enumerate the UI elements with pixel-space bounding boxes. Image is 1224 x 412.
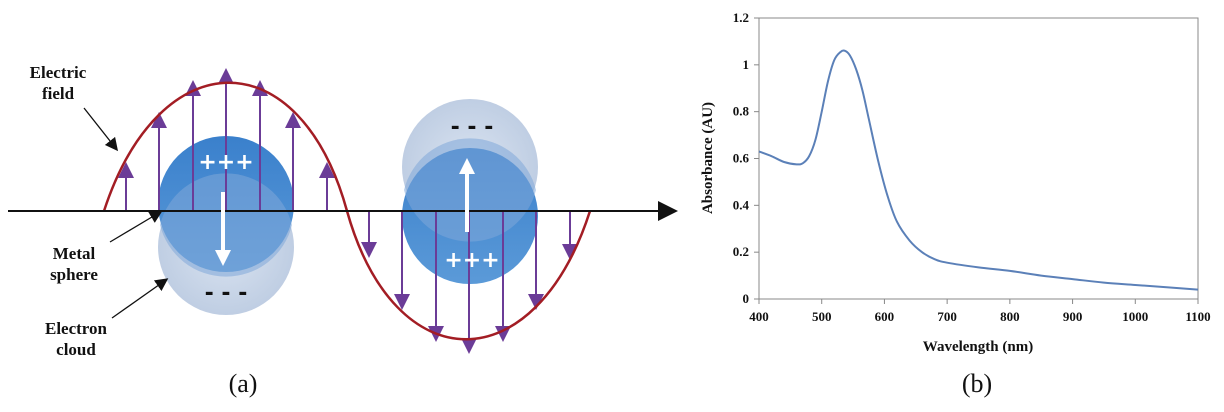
x-tick-label: 1000 <box>1122 309 1148 324</box>
absorbance-line <box>758 49 1199 291</box>
y-tick-label: 1.2 <box>733 10 749 25</box>
label-metal-sphere-1: Metal <box>53 244 96 263</box>
caption-a: (a) <box>229 369 258 398</box>
caption-b: (b) <box>962 369 992 398</box>
x-tick-label: 500 <box>812 309 832 324</box>
x-tick-label: 1100 <box>1185 309 1210 324</box>
label-metal-sphere-2: sphere <box>50 265 98 284</box>
x-tick-label: 800 <box>1000 309 1020 324</box>
label-electric-field-1: Electric <box>30 63 87 82</box>
y-tick-label: 0 <box>743 291 750 306</box>
field-arrows-up <box>118 68 335 211</box>
y-axis: 0 0.2 0.4 0.6 0.8 1 1.2 <box>733 10 759 306</box>
dipole-arrow-right <box>459 158 475 232</box>
dipole-arrow-left <box>215 192 231 266</box>
plasmon-schematic: +++ - - - - - - +++ Electric field Metal… <box>8 63 678 398</box>
x-tick-label: 600 <box>875 309 895 324</box>
label-electron-cloud-1: Electron <box>45 319 108 338</box>
y-tick-label: 0.4 <box>733 197 750 212</box>
field-arrows-down <box>361 211 578 354</box>
x-tick-label: 700 <box>937 309 957 324</box>
y-tick-label: 1 <box>743 57 750 72</box>
charge-plus-left: +++ <box>198 150 253 175</box>
label-electron-cloud-2: cloud <box>56 340 96 359</box>
x-axis: 400 500 600 700 800 900 1000 1100 <box>749 299 1211 324</box>
pointer-arrows <box>83 107 169 319</box>
charge-minus-right: - - - <box>451 115 494 140</box>
y-axis-label: Absorbance (AU) <box>700 102 716 214</box>
plot-frame <box>758 17 1199 300</box>
x-tick-label: 900 <box>1063 309 1083 324</box>
y-tick-label: 0.2 <box>733 244 749 259</box>
x-tick-label: 400 <box>749 309 769 324</box>
label-electric-field-2: field <box>42 84 75 103</box>
charge-minus-left: - - - <box>205 281 248 306</box>
y-tick-label: 0.8 <box>733 104 750 119</box>
charge-plus-right: +++ <box>444 248 499 273</box>
x-axis-label: Wavelength (nm) <box>923 339 1033 355</box>
y-tick-label: 0.6 <box>733 151 750 166</box>
